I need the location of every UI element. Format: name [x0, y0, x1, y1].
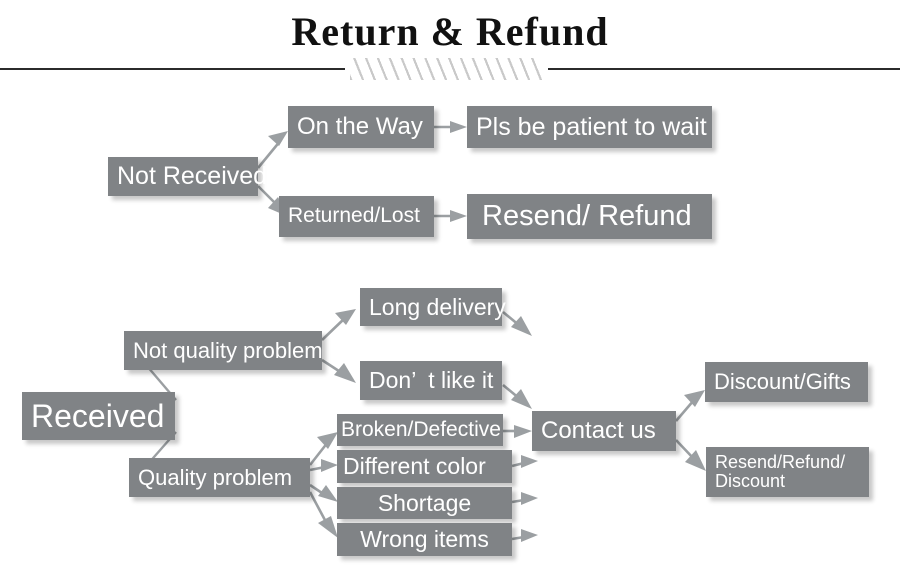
arrow-long-delivery-to-contact-us: [502, 310, 532, 336]
arrow-quality-to-wrong-items: [308, 491, 338, 538]
node-shortage[interactable]: Shortage: [337, 487, 512, 519]
arrow-returned-lost-to-resend-refund: [434, 210, 467, 222]
node-not-quality-problem[interactable]: Not quality problem: [124, 331, 323, 370]
node-wrong-items[interactable]: Wrong items: [337, 523, 512, 556]
node-contact-us[interactable]: Contact us: [532, 411, 676, 451]
node-resend-refund[interactable]: Resend/ Refund: [467, 194, 712, 239]
arrow-different-color-to-contact-us: [511, 455, 538, 468]
arrow-quality-to-broken-defective: [308, 432, 338, 466]
arrow-shortage-to-contact-us: [511, 492, 538, 505]
arrow-quality-to-different-color: [309, 459, 338, 472]
arrow-not-quality-to-long-delivery: [321, 309, 356, 341]
node-quality-problem[interactable]: Quality problem: [129, 458, 310, 497]
arrow-dont-like-it-to-contact-us: [502, 383, 532, 409]
divider-rule-right: [548, 68, 900, 70]
node-discount-gifts[interactable]: Discount/Gifts: [705, 362, 868, 402]
node-resend-refund-discount-line1: Resend/Refund/: [715, 451, 846, 472]
node-resend-refund-discount[interactable]: Resend/Refund/ Discount: [706, 447, 869, 497]
arrow-broken-defective-to-contact-us: [503, 425, 532, 438]
node-on-the-way[interactable]: On the Way: [288, 106, 434, 148]
arrow-contact-us-to-resend-refund-discount: [675, 439, 706, 471]
diagonal-hatch-ornament-icon: [350, 58, 542, 80]
page-title: Return & Refund: [291, 9, 609, 54]
arrow-wrong-items-to-contact-us: [511, 529, 538, 542]
node-long-delivery[interactable]: Long delivery: [360, 288, 506, 326]
node-resend-refund-discount-line2: Discount: [715, 471, 786, 491]
node-returned-lost[interactable]: Returned/Lost: [279, 196, 434, 237]
node-dont-like-it[interactable]: Don’ t like it: [360, 361, 502, 400]
arrow-on-the-way-to-pls-be-patient: [434, 121, 467, 133]
arrow-contact-us-to-discount-gifts: [675, 390, 705, 422]
arrow-quality-to-shortage: [309, 483, 338, 502]
arrow-not-quality-to-dont-like-it: [321, 358, 356, 383]
node-not-received[interactable]: Not Received: [108, 157, 267, 196]
node-pls-be-patient-to-wait[interactable]: Pls be patient to wait: [467, 106, 712, 148]
arrow-not-received-to-on-the-way: [256, 131, 288, 169]
node-received[interactable]: Received: [22, 392, 175, 440]
node-broken-defective[interactable]: Broken/Defective: [337, 414, 503, 446]
node-different-color[interactable]: Different color: [337, 450, 512, 483]
divider-rule-left: [0, 68, 345, 70]
